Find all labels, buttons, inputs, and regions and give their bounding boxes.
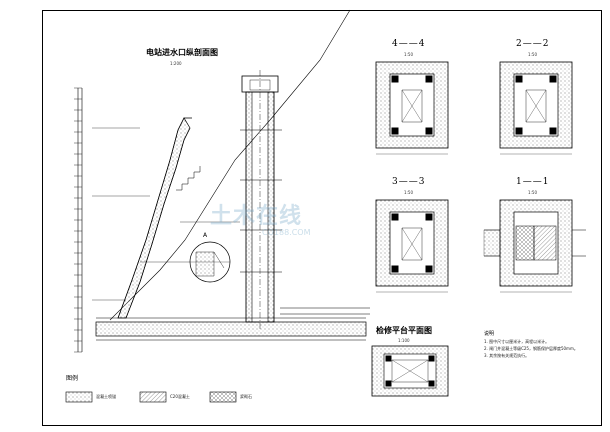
detail-a [189,241,231,283]
legend-item-3: 浆砌石 [240,394,252,399]
section-1-title: 1——1 [516,177,550,187]
section-4-4 [375,61,449,155]
tunnel-base [95,307,370,341]
drawing-frame [42,10,602,426]
watermark-url: CO188.COM [262,228,311,237]
section-4-scale: 1:50 [404,52,413,57]
legend-item-1: 混凝土喷锚 [96,394,116,399]
section-1-1 [483,199,586,293]
section-2-2 [499,61,573,155]
note-3: 3. 其余按有关规范执行。 [484,353,530,358]
section-4-title: 4——4 [392,39,426,49]
note-2: 2. 闸门井混凝土等级C25，钢筋保护层厚度50mm。 [484,346,578,351]
main-scale: 1:200 [170,61,182,66]
note-1: 1. 图中尺寸以厘米计，高程以米计。 [484,339,550,344]
section-2-title: 2——2 [516,39,550,49]
legend-item-2: C20混凝土 [170,394,190,399]
legend-title: 图例 [66,375,79,382]
elevation-ticks [74,87,82,353]
platform-plan [371,345,449,397]
notes-title: 说明 [484,331,495,337]
detail-label: A [203,232,208,239]
section-2-scale: 1:50 [528,52,537,57]
section-3-title: 3——3 [392,177,426,187]
watermark: 土木在线 [210,204,303,229]
slope-excavation [117,117,192,319]
legend-swatches [65,391,237,403]
section-1-scale: 1:50 [528,190,537,195]
platform-scale: 1:100 [398,338,410,343]
platform-title: 检修平台平面图 [376,325,432,335]
shaft-levels [240,129,282,273]
section-3-3 [375,199,449,293]
stairs [176,166,201,191]
section-3-scale: 1:50 [404,190,413,195]
leader-lines [92,127,240,301]
main-title: 电站进水口纵剖面图 [146,47,218,57]
terrain-line [109,9,351,321]
